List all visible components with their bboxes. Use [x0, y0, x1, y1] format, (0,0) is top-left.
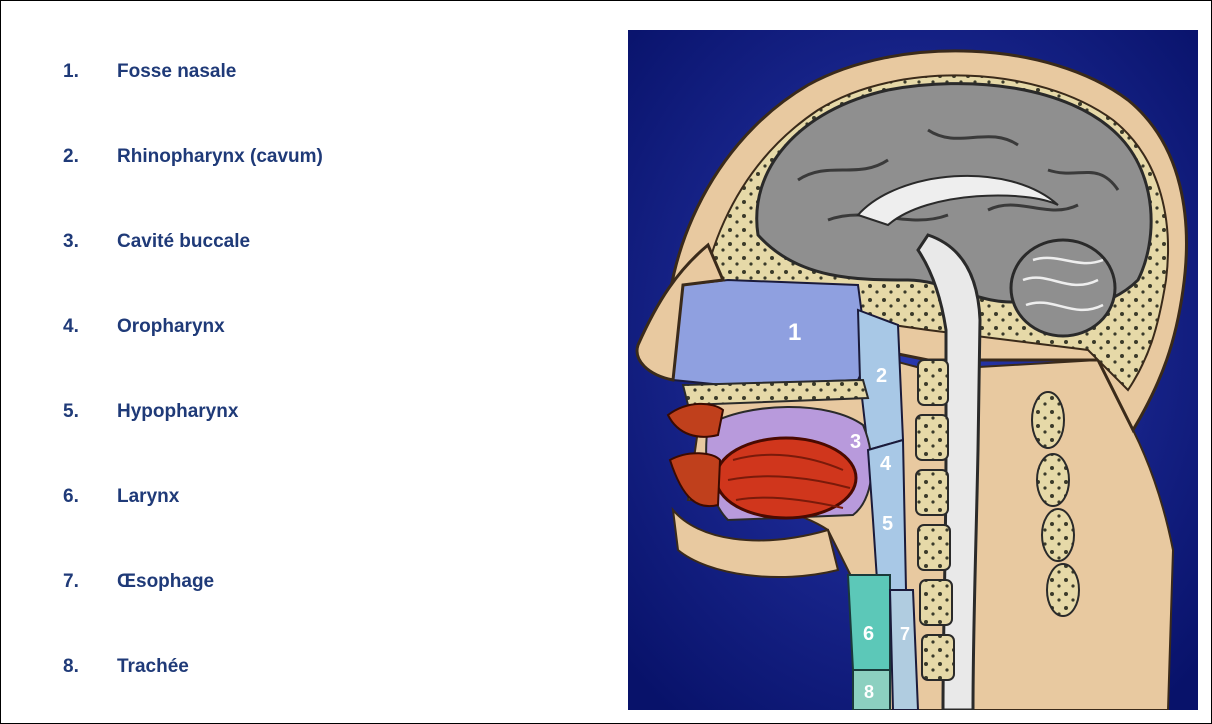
marker-8: 8 — [864, 682, 874, 702]
legend-number: 3. — [63, 231, 117, 253]
spinous-process — [1032, 392, 1064, 448]
head-sagittal-section: 1 2 3 4 5 6 7 8 — [628, 30, 1198, 710]
marker-5: 5 — [882, 513, 893, 535]
marker-1: 1 — [788, 319, 801, 346]
legend-label: Rhinopharynx (cavum) — [117, 146, 323, 168]
legend-item: 6. Larynx — [63, 477, 179, 517]
legend-item: 7. Œsophage — [63, 562, 214, 602]
vertebra — [916, 470, 948, 515]
nasal-cavity — [673, 280, 868, 385]
spinous-process — [1042, 509, 1074, 561]
legend-label: Trachée — [117, 656, 189, 678]
vertebra — [918, 360, 948, 405]
vertebra — [922, 635, 954, 680]
marker-4: 4 — [880, 453, 892, 475]
legend-number: 6. — [63, 486, 117, 508]
legend-label: Oropharynx — [117, 316, 225, 338]
anatomy-illustration: 1 2 3 4 5 6 7 8 — [628, 30, 1198, 710]
legend-label: Fosse nasale — [117, 61, 236, 83]
legend-label: Cavité buccale — [117, 231, 250, 253]
legend-number: 8. — [63, 656, 117, 678]
legend-item: 1. Fosse nasale — [63, 52, 236, 92]
marker-3: 3 — [850, 431, 861, 453]
legend-item: 4. Oropharynx — [63, 307, 225, 347]
legend-number: 4. — [63, 316, 117, 338]
cerebellum — [1011, 240, 1115, 336]
legend-number: 1. — [63, 61, 117, 83]
spinous-process — [1047, 564, 1079, 616]
legend-number: 2. — [63, 146, 117, 168]
vertebra — [918, 525, 950, 570]
legend-number: 7. — [63, 571, 117, 593]
legend-number: 5. — [63, 401, 117, 423]
legend-label: Hypopharynx — [117, 401, 238, 423]
vertebra — [920, 580, 952, 625]
marker-2: 2 — [876, 365, 887, 387]
marker-7: 7 — [900, 624, 910, 644]
legend-item: 2. Rhinopharynx (cavum) — [63, 137, 323, 177]
legend-item: 5. Hypopharynx — [63, 392, 238, 432]
legend-label: Larynx — [117, 486, 179, 508]
spinous-process — [1037, 454, 1069, 506]
legend-label: Œsophage — [117, 571, 214, 593]
esophagus — [890, 590, 918, 710]
legend-item: 8. Trachée — [63, 647, 189, 687]
vertebra — [916, 415, 948, 460]
legend-item: 3. Cavité buccale — [63, 222, 250, 262]
marker-6: 6 — [863, 623, 874, 645]
